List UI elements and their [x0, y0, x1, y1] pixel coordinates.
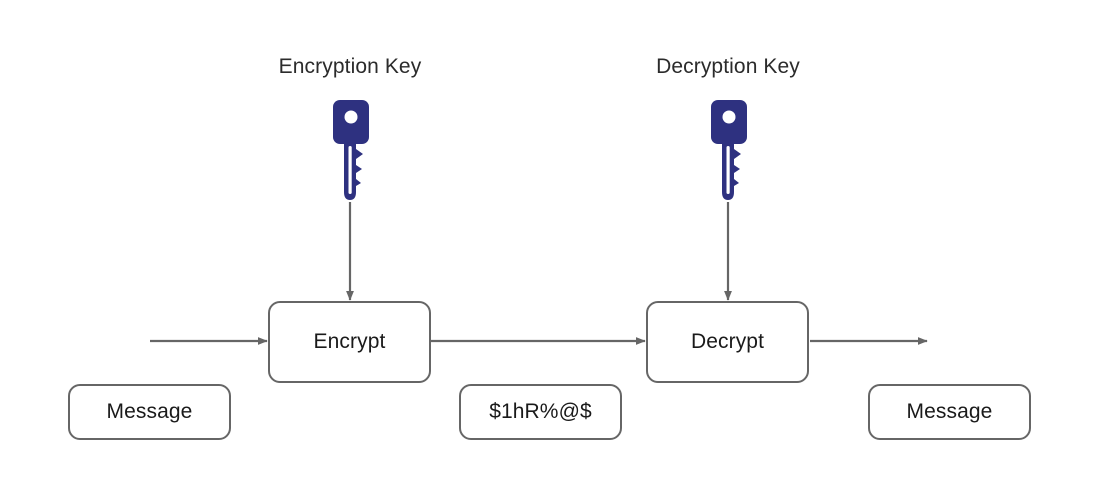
decryption-key-label: Decryption Key — [656, 55, 800, 78]
encryption-key-label: Encryption Key — [278, 55, 422, 78]
node-message-input: Message — [68, 384, 231, 440]
node-decrypt: Decrypt — [646, 301, 809, 383]
node-message-output: Message — [868, 384, 1031, 440]
node-ciphertext: $1hR%@$ — [459, 384, 622, 440]
decryption-key-icon — [708, 96, 750, 209]
node-encrypt: Encrypt — [268, 301, 431, 383]
encryption-key-icon — [330, 96, 372, 209]
